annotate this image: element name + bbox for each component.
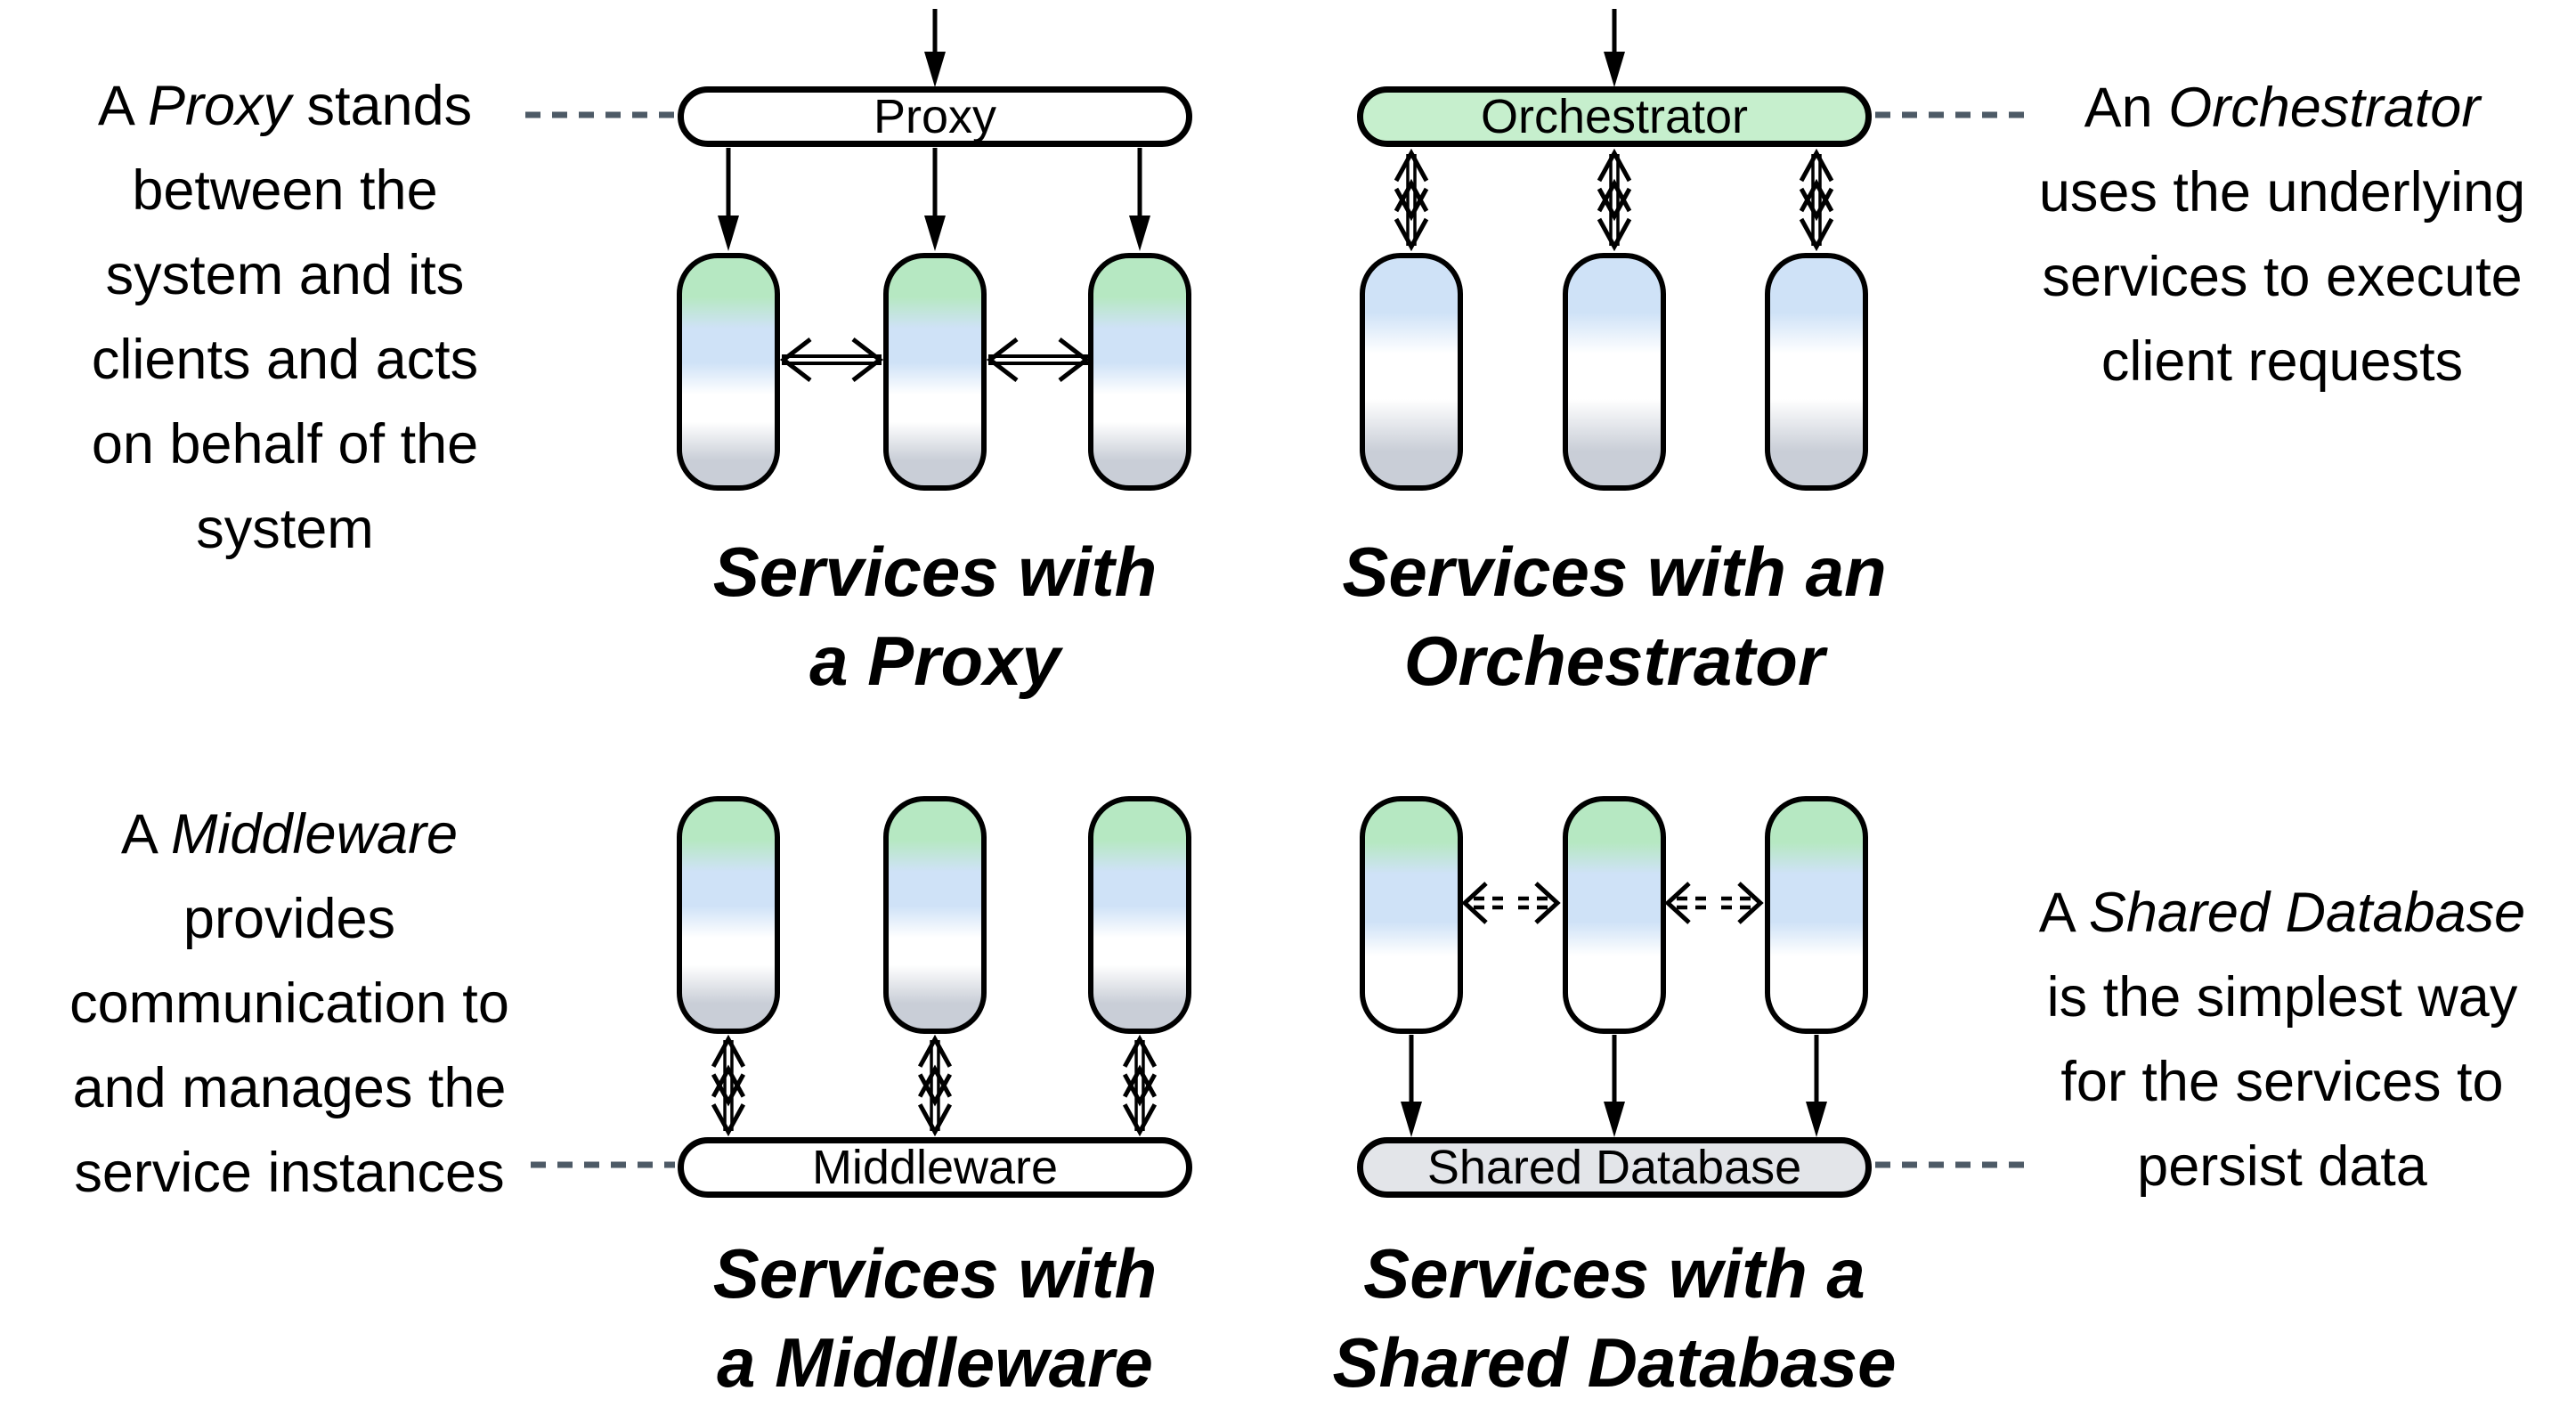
- orchestrator-box: Orchestrator: [1357, 86, 1872, 147]
- annotation-connector-dashed-line: [525, 111, 675, 118]
- proxy-box: Proxy: [678, 86, 1192, 147]
- annotation-orchestrator: An Orchestrator uses the underlying serv…: [1993, 66, 2572, 404]
- caption-shared-database: Services with a Shared Database: [1332, 1234, 1897, 1402]
- bidirectional-double-arrow-icon: [917, 1035, 953, 1136]
- service-instance: [1088, 253, 1191, 491]
- annotation-proxy: A Proxy stands between the system and it…: [27, 64, 543, 572]
- service-dashed-exchange-arrow-icon: [1664, 882, 1764, 924]
- bidirectional-double-arrow-icon: [1122, 1035, 1158, 1136]
- annotation-line: services to execute: [2042, 246, 2523, 308]
- service-instance: [1765, 253, 1868, 491]
- annotation-line: is the simplest way: [2046, 966, 2518, 1029]
- annotation-line: A Middleware: [120, 803, 459, 866]
- caption-middleware: Services with a Middleware: [712, 1234, 1158, 1402]
- annotation-line: and manages the: [72, 1057, 507, 1119]
- service-to-database-arrow-icon: [1401, 1035, 1422, 1137]
- annotation-line: system and its: [105, 244, 465, 306]
- service-to-database-arrow-icon: [1806, 1035, 1827, 1137]
- shared-database-box-label: Shared Database: [1426, 1141, 1802, 1194]
- service-sync-double-arrow-icon: [986, 338, 1091, 382]
- service-instance: [677, 253, 780, 491]
- service-instance: [883, 253, 987, 491]
- client-request-arrow-icon: [1604, 9, 1625, 87]
- annotation-line: An Orchestrator: [2084, 77, 2481, 139]
- proxy-to-service-arrow-icon: [924, 148, 946, 251]
- annotation-line: uses the underlying: [2038, 161, 2526, 224]
- annotation-line: service instances: [74, 1142, 505, 1204]
- bidirectional-double-arrow-icon: [1394, 149, 1429, 251]
- proxy-box-label: Proxy: [873, 90, 997, 143]
- service-instance: [1765, 796, 1868, 1034]
- annotation-shared-database: A Shared Database is the simplest way fo…: [1993, 871, 2572, 1209]
- service-instance: [1563, 796, 1666, 1034]
- service-instance: [1563, 253, 1666, 491]
- annotation-line: clients and acts: [91, 329, 479, 391]
- annotation-line: for the services to: [2060, 1051, 2504, 1113]
- orchestrator-box-label: Orchestrator: [1480, 90, 1749, 143]
- annotation-line: provides: [183, 888, 396, 950]
- caption-orchestrator: Services with an Orchestrator: [1342, 533, 1887, 700]
- annotation-line: persist data: [2137, 1135, 2427, 1198]
- service-instance: [883, 796, 987, 1034]
- proxy-to-service-arrow-icon: [718, 148, 739, 251]
- service-sync-double-arrow-icon: [779, 338, 884, 382]
- annotation-line: client requests: [2101, 330, 2464, 393]
- caption-proxy: Services with a Proxy: [712, 533, 1158, 700]
- client-request-arrow-icon: [924, 9, 946, 87]
- shared-database-box: Shared Database: [1357, 1137, 1872, 1198]
- service-instance: [1360, 253, 1463, 491]
- annotation-middleware: A Middleware provides communication to a…: [9, 793, 570, 1216]
- middleware-box-label: Middleware: [811, 1141, 1059, 1194]
- service-to-database-arrow-icon: [1604, 1035, 1625, 1137]
- service-instance: [1088, 796, 1191, 1034]
- annotation-line: A Proxy stands: [97, 75, 473, 137]
- annotation-line: communication to: [69, 972, 509, 1035]
- annotation-line: system: [196, 498, 374, 560]
- proxy-to-service-arrow-icon: [1129, 148, 1150, 251]
- middleware-box: Middleware: [678, 1137, 1192, 1198]
- service-instance: [677, 796, 780, 1034]
- bidirectional-double-arrow-icon: [1597, 149, 1632, 251]
- service-dashed-exchange-arrow-icon: [1461, 882, 1561, 924]
- service-instance: [1360, 796, 1463, 1034]
- bidirectional-double-arrow-icon: [1799, 149, 1834, 251]
- annotation-line: between the: [132, 159, 438, 222]
- bidirectional-double-arrow-icon: [711, 1035, 746, 1136]
- annotation-line: on behalf of the: [91, 413, 479, 476]
- annotation-line: A Shared Database: [2038, 882, 2526, 944]
- annotation-connector-dashed-line: [531, 1161, 675, 1168]
